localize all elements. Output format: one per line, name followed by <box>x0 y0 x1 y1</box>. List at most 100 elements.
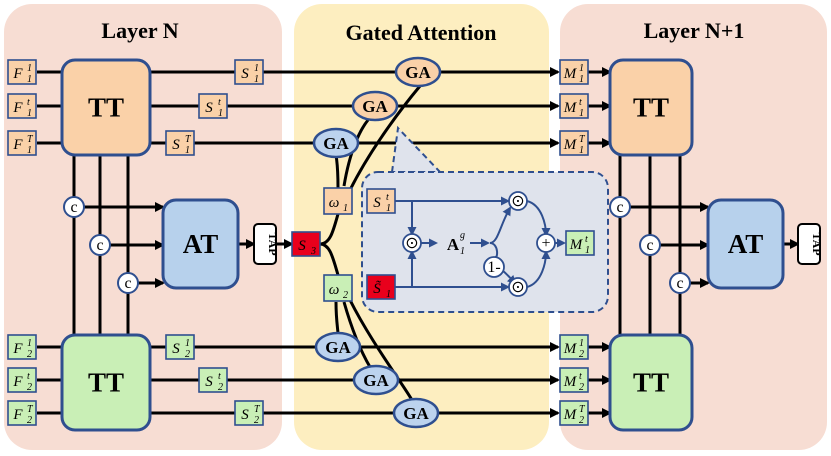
label-s2t-box <box>198 367 228 393</box>
label-m11-box <box>559 59 589 85</box>
tt-block-bottom-left: TT <box>60 333 152 432</box>
label-m11-sup: 1 <box>579 63 584 74</box>
inset-mul-3-label: ⊙ <box>511 279 524 296</box>
tap-box-left: TAP <box>253 223 280 265</box>
concat-left-3-label: c <box>124 275 131 292</box>
tt-block-bottom-right-shape <box>608 333 694 432</box>
concat-left-2: c <box>89 234 111 256</box>
label-f1t-sub: 1 <box>27 108 32 119</box>
omega2-box-sub: 2 <box>343 290 348 301</box>
label-f2T-sub: 2 <box>27 415 32 426</box>
title-layer-n: Layer N <box>101 18 178 43</box>
label-s11-sup: 1 <box>254 63 259 74</box>
label-s2t-sup: t <box>218 371 221 382</box>
label-m2T-base: M <box>563 407 578 423</box>
label-m1T-base: M <box>563 137 578 153</box>
label-m1t-box <box>559 93 589 119</box>
label-m1T-box <box>559 130 589 156</box>
ga-bottom-2: GA <box>352 364 400 396</box>
label-f1T-base: F <box>12 137 23 153</box>
ga-bottom-1-label: GA <box>325 338 351 357</box>
label-m2T-sup: T <box>579 404 586 415</box>
inset-mul-2-label: ⊙ <box>511 193 524 210</box>
label-f1T-box <box>7 130 37 156</box>
label-s2T-box <box>234 400 264 426</box>
at-block-left: AT <box>161 198 240 290</box>
label-m2t-sup: t <box>579 371 582 382</box>
label-m11-base: M <box>563 66 578 82</box>
label-s1t-base: S <box>205 100 213 116</box>
inset-m1t-box-base: M <box>569 237 584 253</box>
s3-box-base: S <box>298 238 306 254</box>
label-f2t-box <box>7 367 37 393</box>
concat-left-2-shape <box>89 234 111 256</box>
inset-mul-2-shape <box>508 191 528 211</box>
label-m1t-base: M <box>563 100 578 116</box>
ga-top-3: GA <box>312 127 360 159</box>
label-s1t-box <box>198 93 228 119</box>
label-s2t-base: S <box>205 374 213 390</box>
label-s1T-sup: T <box>185 134 192 145</box>
ga-bottom-2-label: GA <box>363 371 389 390</box>
ga-bottom-2-shape <box>352 364 400 396</box>
inset-one-minus-label: 1- <box>487 259 500 276</box>
inset-mul-1-label: ⊙ <box>405 235 418 252</box>
inset-s1t-box-sub: 1 <box>386 203 391 214</box>
label-m1t-sup: t <box>579 97 582 108</box>
tt-block-bottom-left-label: TT <box>88 368 124 398</box>
at-block-left-shape <box>161 198 240 290</box>
label-m21-box <box>559 334 589 360</box>
inset-m1t-box-sub: 1 <box>585 245 590 256</box>
tt-block-top-right-label: TT <box>633 93 669 123</box>
ga-bottom-3: GA <box>392 397 440 429</box>
label-f1T-sup: T <box>27 134 34 145</box>
omega1-box-sub: 1 <box>343 203 348 214</box>
inset-s1t-box-sup: t <box>386 192 389 203</box>
gate-sup: g <box>460 230 465 241</box>
tt-block-bottom-right-label: TT <box>633 368 669 398</box>
concat-right-3-label: c <box>676 275 683 292</box>
label-f21-sub: 2 <box>27 349 32 360</box>
gate-base: A <box>447 235 460 254</box>
ga-top-1: GA <box>394 56 442 88</box>
concat-right-1-shape <box>609 196 631 218</box>
wire <box>526 250 551 288</box>
inset-gap <box>388 174 442 178</box>
inset-s1t-box-box <box>366 188 396 214</box>
label-f2t-base: F <box>12 374 23 390</box>
label-m21-sup: 1 <box>579 338 584 349</box>
tap-box-left-box <box>253 223 277 265</box>
label-f2t-sup: t <box>27 371 30 382</box>
ga-bottom-3-shape <box>392 397 440 429</box>
label-f1t-sup: t <box>27 97 30 108</box>
label-s21-sup: 1 <box>185 338 190 349</box>
omega1-box-box <box>323 187 353 215</box>
label-f11-sup: 1 <box>27 63 32 74</box>
label-f2t-sub: 2 <box>27 382 32 393</box>
inset-mul-1: ⊙ <box>402 233 422 253</box>
label-m2t-box <box>559 367 589 393</box>
wire <box>348 85 422 191</box>
ga-top-2: GA <box>351 90 399 122</box>
omega2-box-base: ω <box>329 282 340 298</box>
ga-top-1-label: GA <box>405 63 431 82</box>
inset-mul-3: ⊙ <box>508 277 528 297</box>
label-f21-sup: 1 <box>27 338 32 349</box>
wire <box>526 200 551 237</box>
ga-top-1-shape <box>394 56 442 88</box>
tt-block-top-left: TT <box>60 58 152 157</box>
